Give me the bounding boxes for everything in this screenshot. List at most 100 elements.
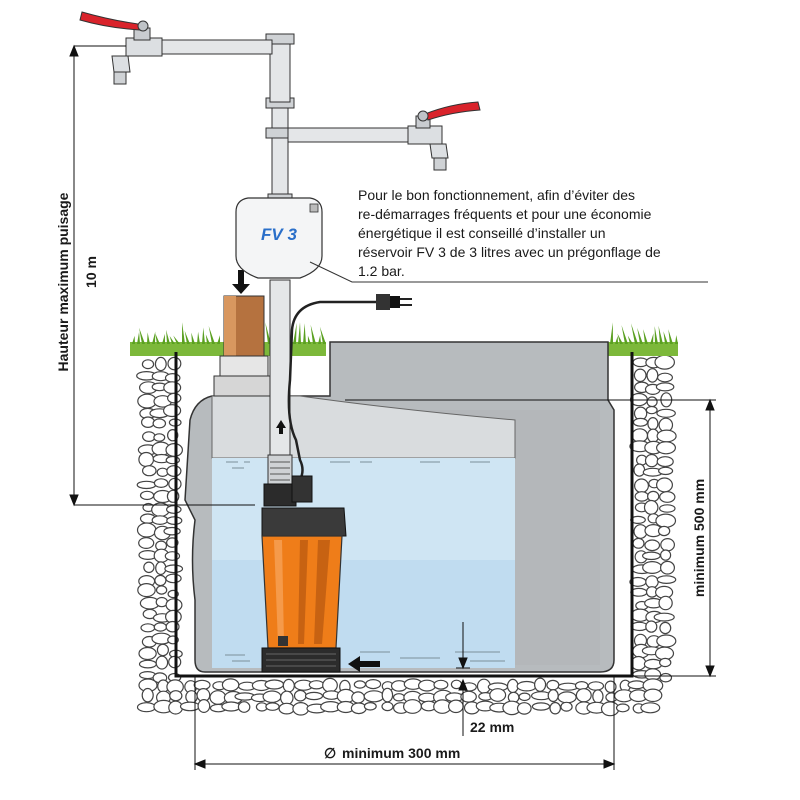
gravel-stone — [138, 646, 157, 661]
gravel-stone — [631, 428, 649, 443]
gravel-stone — [164, 564, 184, 574]
gravel-stone — [646, 368, 659, 383]
gravel-stone — [165, 443, 183, 458]
gravel-stone — [363, 690, 385, 703]
note-line: 1.2 bar. — [358, 263, 405, 279]
pit-wall — [174, 352, 634, 678]
grass-blade — [197, 331, 200, 344]
diameter-symbol: ∅ — [324, 745, 336, 761]
gravel-stone — [221, 701, 241, 712]
grass-blade — [139, 327, 145, 344]
gravel-stone — [163, 526, 181, 536]
gravel-stone — [642, 560, 663, 574]
gravel-stone — [632, 417, 649, 427]
gravel-stone — [392, 693, 406, 702]
gravel-stone — [531, 702, 551, 711]
gravel-stone — [282, 678, 295, 693]
grass-blade — [265, 322, 271, 344]
gravel-stone — [164, 373, 181, 383]
gravel-stone — [140, 623, 156, 633]
grass-blade — [191, 332, 195, 344]
grass-blade — [319, 326, 326, 344]
gravel-stone — [659, 549, 672, 561]
gravel-stone — [143, 561, 155, 574]
flow-arrow — [348, 656, 380, 672]
grass-blade — [631, 323, 638, 344]
grass-blade — [208, 326, 215, 344]
gravel-stone — [209, 690, 227, 705]
grass-blade — [182, 322, 185, 344]
gravel-stone — [659, 491, 676, 503]
gravel-stone — [278, 702, 295, 715]
max-height-dimension — [69, 44, 255, 507]
grass-blade — [298, 322, 301, 344]
grass-blade — [205, 334, 210, 344]
gravel-stone — [654, 646, 675, 661]
gravel-stone — [153, 433, 166, 442]
gravel-stone — [156, 467, 169, 477]
gravel-stone — [365, 678, 382, 690]
gravel-stone — [656, 456, 674, 468]
gravel-stone — [138, 659, 157, 669]
gravel-stone — [136, 702, 157, 713]
gravel-stone — [163, 404, 182, 418]
gravel-stone — [647, 490, 660, 502]
grass-blade — [303, 323, 306, 344]
gravel-stone — [642, 551, 661, 561]
gravel-stone — [153, 622, 168, 632]
gravel-stone — [656, 408, 676, 418]
min-depth-dimension — [345, 398, 716, 678]
gravel-stone — [547, 689, 559, 703]
gravel-stone — [643, 688, 663, 703]
gravel-stone — [292, 701, 310, 716]
gravel-stone — [653, 612, 675, 622]
gravel-stone — [169, 690, 183, 702]
diameter-dimension — [193, 676, 616, 770]
gravel-stone — [138, 536, 155, 549]
gravel-stone — [433, 679, 449, 690]
gravel-stone — [403, 699, 423, 714]
gravel-stone — [363, 701, 377, 711]
gravel-stone — [166, 505, 182, 514]
grass-blade — [202, 327, 205, 344]
gravel-stone — [557, 691, 577, 704]
gravel-stone — [418, 679, 437, 692]
grass-blade — [307, 335, 311, 344]
gravel-stone — [179, 701, 201, 712]
grass-blade — [169, 335, 175, 344]
gravel-stone — [153, 478, 169, 489]
gravel-stone — [546, 679, 560, 691]
gravel-stone — [154, 356, 167, 372]
gravel-stone — [659, 621, 672, 635]
grass-blade — [147, 332, 150, 344]
gravel-stone — [516, 680, 537, 692]
note-line: réservoir FV 3 de 3 litres avec un prégo… — [358, 244, 661, 260]
gravel-stone — [142, 608, 157, 620]
gravel-stone — [221, 678, 240, 692]
gravel-stone — [137, 582, 156, 598]
gravel-stone — [139, 490, 155, 501]
grass-blade — [621, 325, 628, 344]
gravel-stone — [647, 417, 659, 431]
note-leader-line — [309, 261, 708, 283]
gravel-stone — [350, 702, 367, 715]
grass-blade — [654, 326, 658, 344]
expansion-tank-fv3: FV 3 — [235, 197, 323, 279]
grass-blade — [615, 336, 618, 344]
gravel-stone — [615, 703, 630, 713]
gravel-stone — [166, 392, 182, 404]
grass-blade — [155, 333, 160, 344]
gravel-stone — [645, 575, 659, 589]
gravel-stone — [141, 431, 156, 443]
gap-dimension — [456, 622, 470, 736]
gravel-stone — [656, 429, 677, 443]
grass-blade — [184, 330, 190, 344]
note-line: re-démarrages fréquents et pour une écon… — [358, 206, 652, 222]
gravel-stone — [264, 679, 285, 690]
gravel-stone — [659, 657, 672, 668]
upper-tap — [79, 11, 163, 85]
gravel-stone — [633, 478, 649, 494]
gravel-stone — [592, 689, 604, 704]
gravel-stone — [655, 513, 677, 528]
grass-blade — [643, 329, 648, 344]
